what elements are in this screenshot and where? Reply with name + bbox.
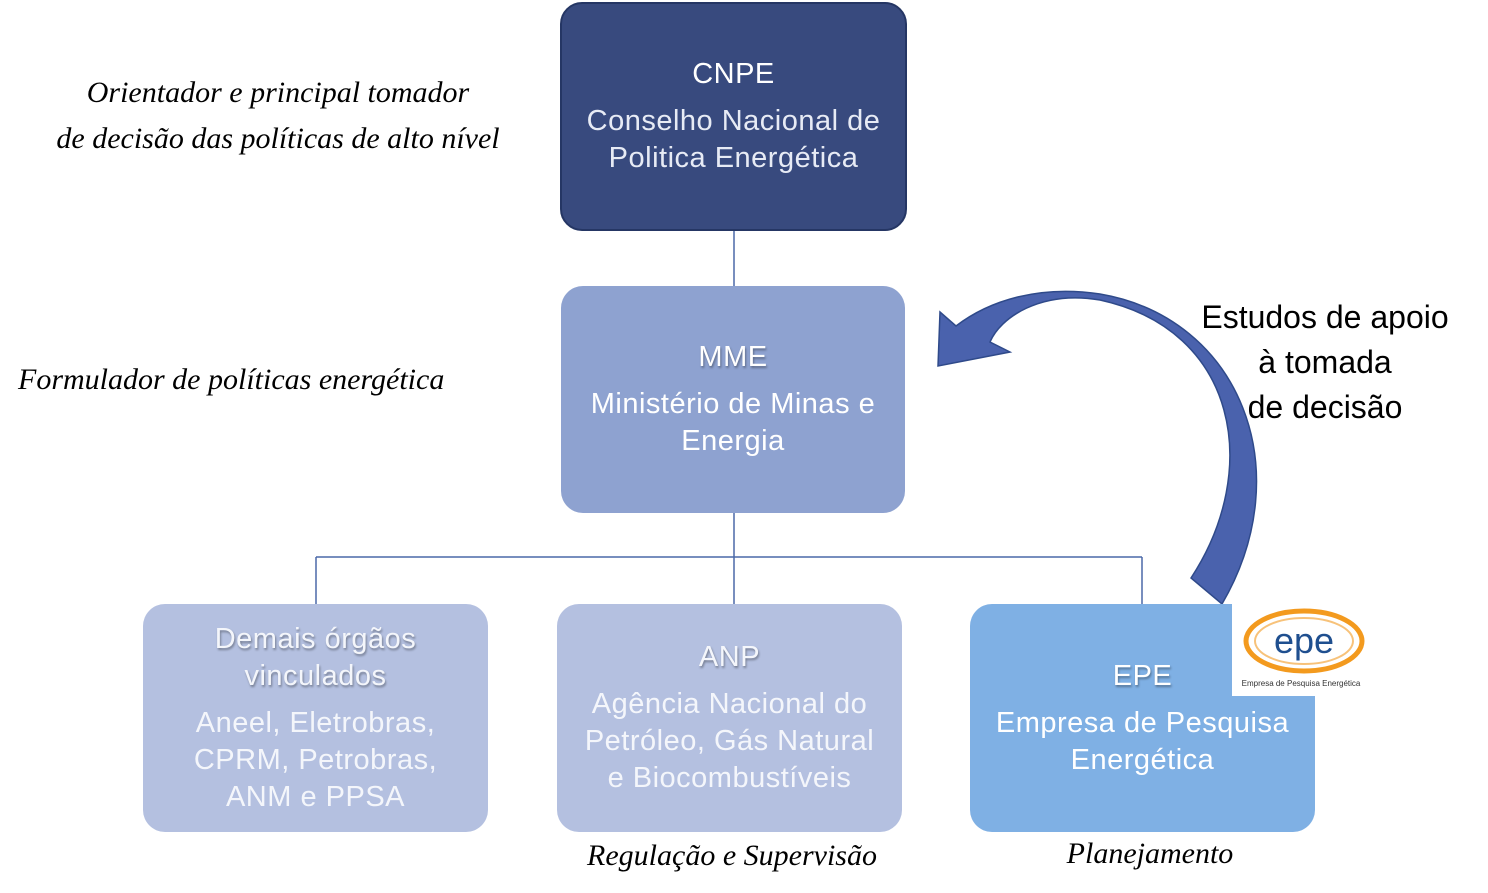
epe-description: Empresa de Pesquisa Energética	[995, 706, 1290, 776]
cnpe-description: Conselho Nacional de Politica Energética	[586, 105, 881, 174]
epe-logo-mark: epe	[1243, 608, 1365, 674]
epe-logo-wordmark: epe	[1274, 620, 1334, 661]
anp-role-label: Regulação e Supervisão	[587, 839, 877, 872]
arrow-annotation: Estudos de apoio à tomada de decisão	[1201, 299, 1449, 425]
anp-description: Agência Nacional do Petróleo, Gás Natura…	[584, 688, 875, 794]
epe-logo-caption: Empresa de Pesquisa Energética	[1241, 679, 1361, 688]
demais-title: Demais órgãos vinculados	[214, 622, 417, 692]
cnpe-node: CNPE Conselho Nacional de Politica Energ…	[560, 2, 907, 231]
epe-title: EPE	[1112, 659, 1173, 692]
anp-node: ANP Agência Nacional do Petróleo, Gás Na…	[557, 604, 902, 832]
epe-logo: epe Empresa de Pesquisa Energética	[1232, 604, 1370, 696]
anp-title: ANP	[698, 641, 761, 673]
cnpe-title: CNPE	[692, 58, 775, 90]
mme-title: MME	[698, 341, 768, 373]
cnpe-role-label: Orientador e principal tomador de decisã…	[56, 76, 500, 155]
demais-description: Aneel, Eletrobras, CPRM, Petrobras, ANM …	[193, 706, 438, 813]
curved-arrow	[937, 290, 1258, 606]
mme-node: MME Ministério de Minas e Energia	[561, 286, 905, 513]
demais-orgaos-node: Demais órgãos vinculados Aneel, Eletrobr…	[143, 604, 488, 832]
epe-role-label: Planejamento	[1066, 837, 1234, 870]
mme-role-label: Formulador de políticas energética	[18, 363, 445, 396]
mme-description: Ministério de Minas e Energia	[590, 388, 876, 457]
